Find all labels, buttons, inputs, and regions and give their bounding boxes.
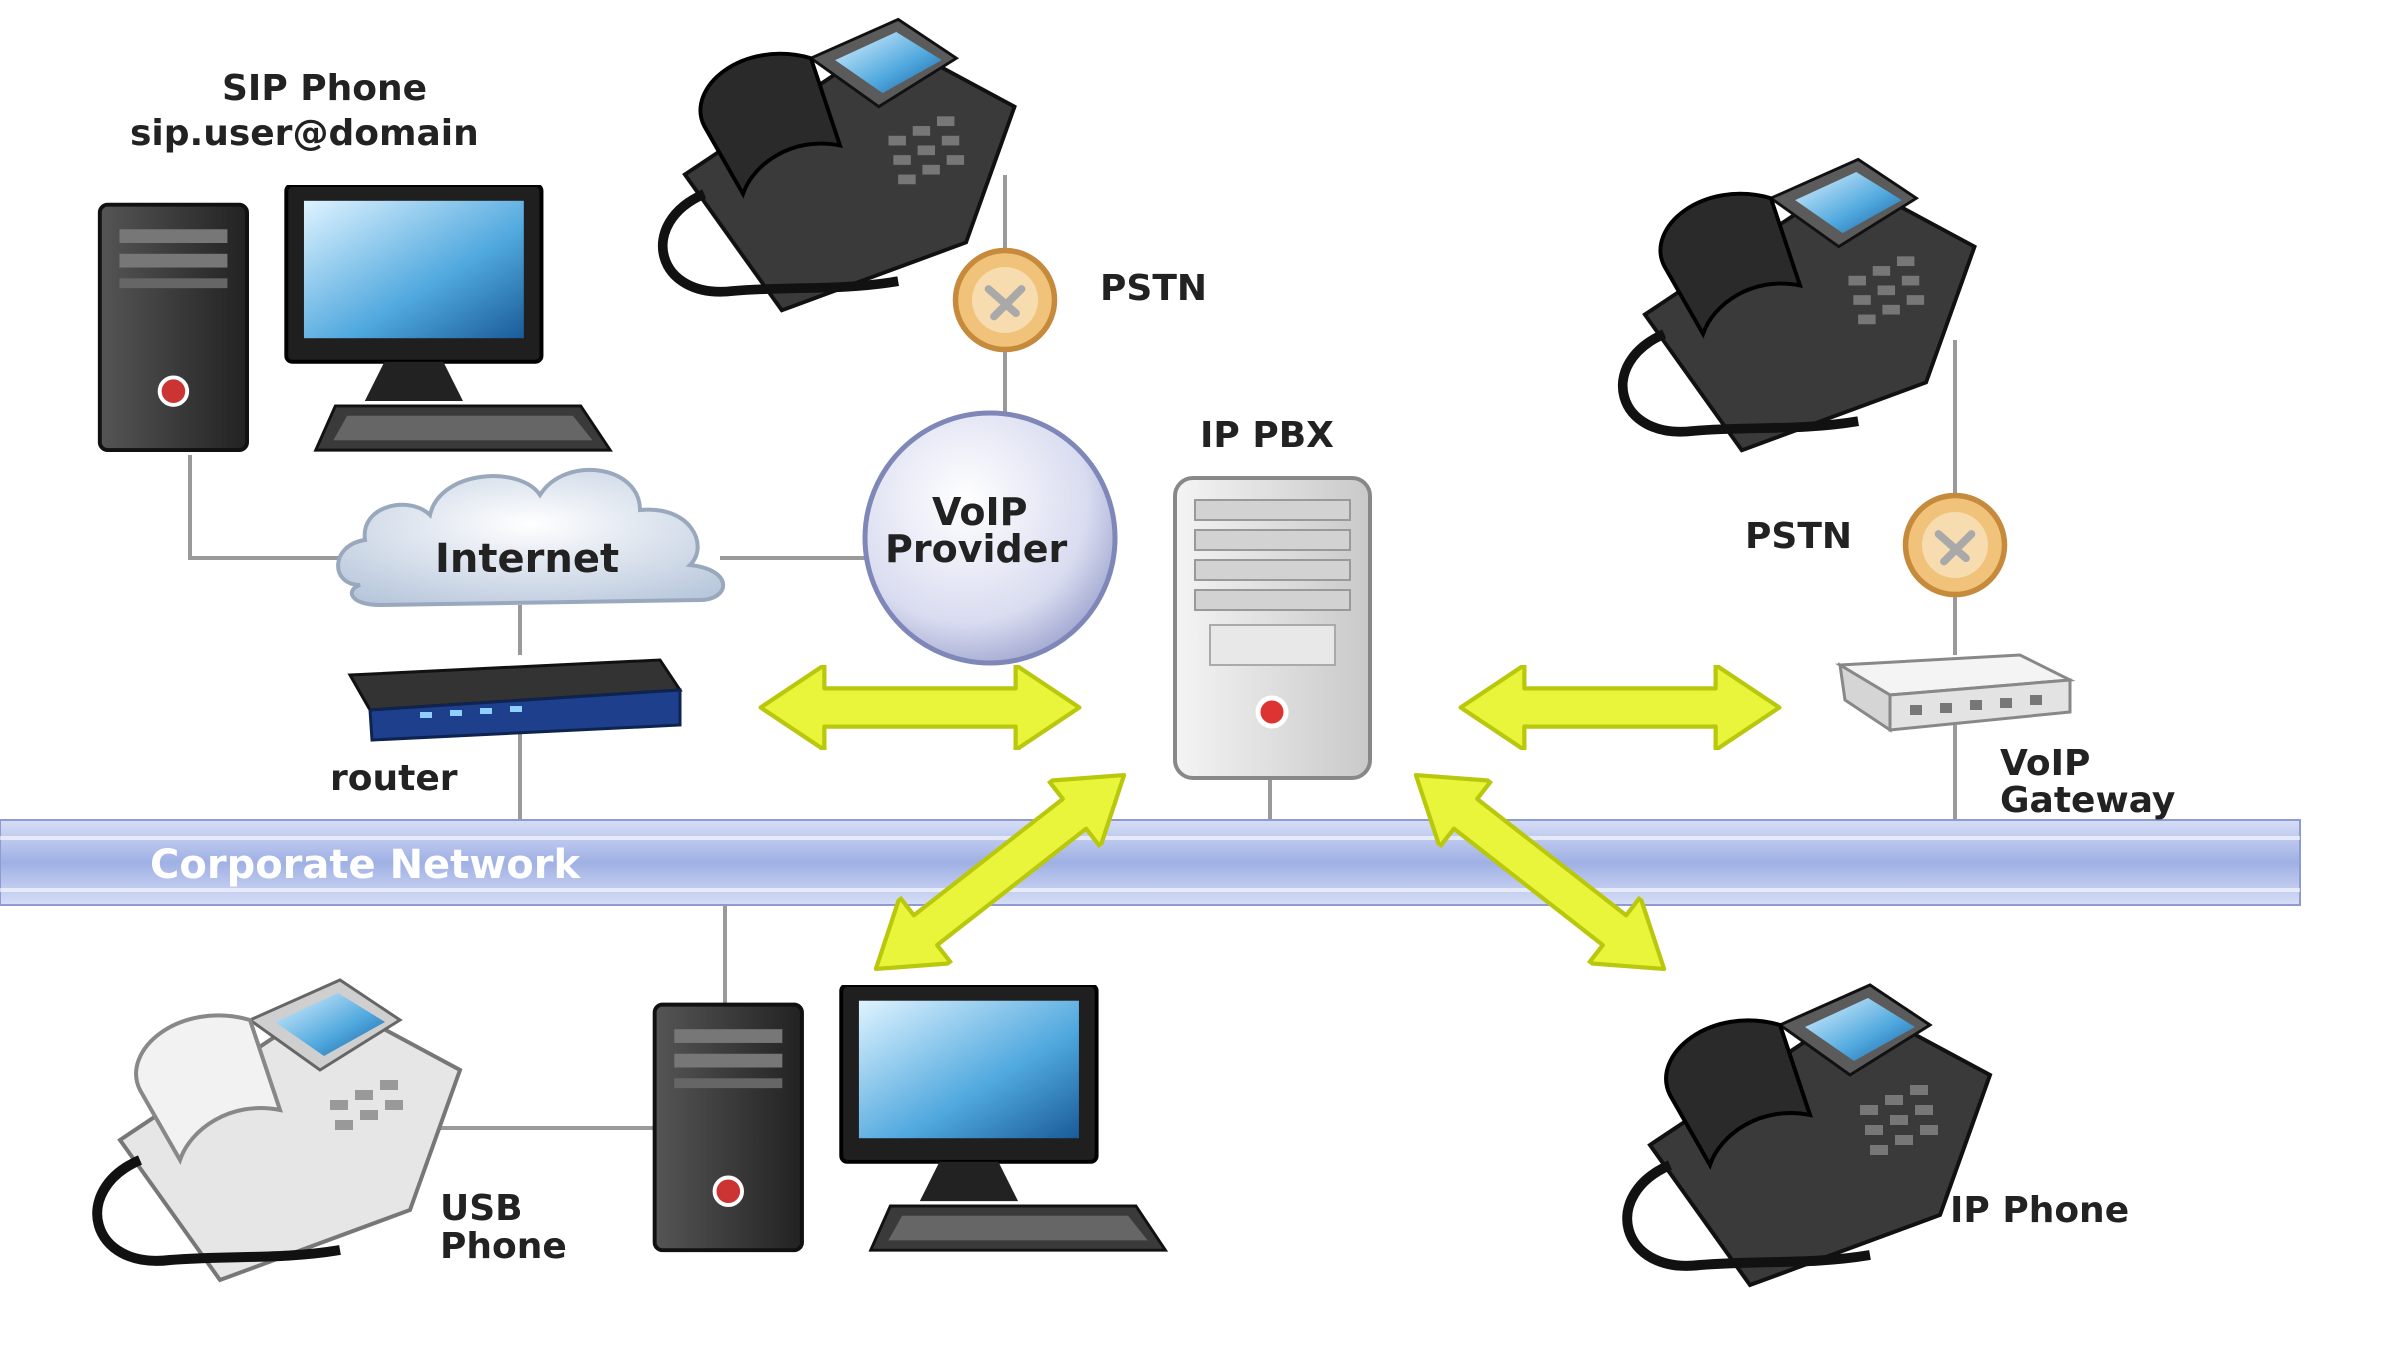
pstn-badge-right: PSTN: [1745, 496, 2005, 595]
internet-cloud: Internet: [336, 468, 726, 608]
pstn-right-label: PSTN: [1745, 516, 1852, 557]
arrow-router-pbx: [761, 665, 1080, 750]
voip-provider-label-2: Provider: [885, 527, 1067, 571]
voip-gateway-label-1: VoIP: [2000, 743, 2090, 784]
sip-phone-computer: SIP Phone sip.user@domain: [97, 68, 613, 453]
corporate-network-band: Corporate Network: [0, 819, 2301, 906]
corporate-network-label: Corporate Network: [150, 842, 581, 888]
pstn-desk-phone-right: [1623, 159, 1975, 450]
sip-address-label: sip.user@domain: [130, 113, 479, 154]
pstn-badge-top: PSTN: [956, 251, 1207, 350]
ip-phone-label: IP Phone: [1950, 1190, 2129, 1231]
voip-provider-label-1: VoIP: [932, 490, 1027, 534]
sip-phone-label: SIP Phone: [222, 68, 427, 109]
pstn-top-label: PSTN: [1100, 268, 1207, 309]
voip-gateway: VoIP Gateway: [1835, 653, 2175, 821]
usb-phone-computer: [652, 985, 1168, 1253]
line-sip-to-internet: [188, 455, 360, 560]
router-label: router: [330, 758, 458, 799]
voip-gateway-label-2: Gateway: [2000, 780, 2175, 821]
router: router: [330, 658, 683, 799]
ip-desk-phone: IP Phone: [1627, 985, 2129, 1285]
ip-pbx-server: IP PBX: [1173, 415, 1372, 780]
pstn-desk-phone-top: [663, 19, 1015, 310]
ip-pbx-label: IP PBX: [1200, 415, 1334, 456]
voip-provider: VoIP Provider: [862, 410, 1118, 666]
internet-label: Internet: [435, 536, 619, 582]
usb-desk-phone: USB Phone: [97, 980, 567, 1280]
arrow-pbx-gateway: [1461, 665, 1780, 750]
usb-phone-label-1: USB: [440, 1188, 523, 1229]
usb-phone-label-2: Phone: [440, 1226, 567, 1267]
